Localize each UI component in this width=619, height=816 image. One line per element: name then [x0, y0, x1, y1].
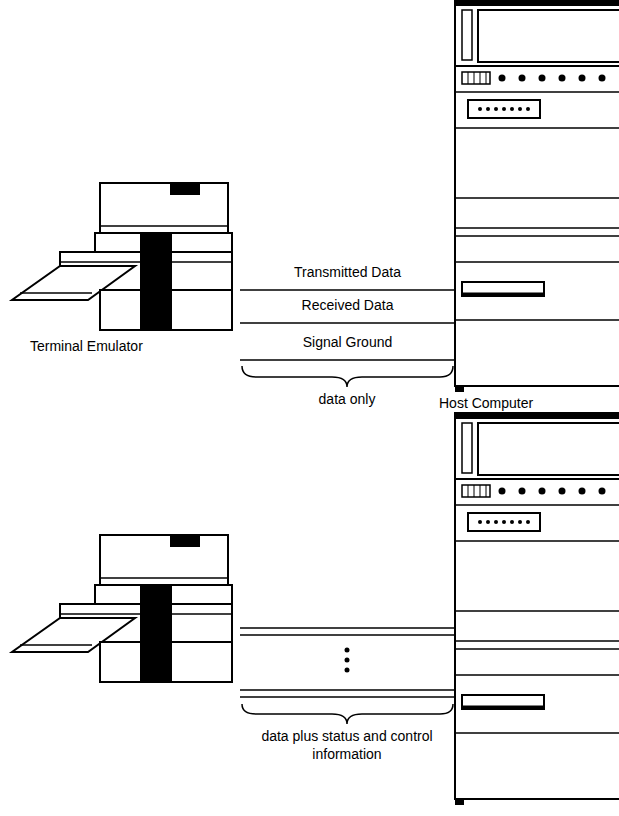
signal-name: Signal Ground	[300, 334, 396, 351]
host-computer-drawing	[455, 413, 619, 805]
wire-bundle-part	[240, 696, 455, 698]
signal-name: Received Data	[299, 297, 397, 314]
wire-bundle-part	[240, 689, 455, 691]
device-node: Terminal Emulator	[8, 178, 240, 366]
device-node: Host Computer	[455, 0, 619, 390]
bracket-label: data only	[319, 390, 376, 408]
terminal-drawing	[12, 183, 232, 330]
wire-bundle-part	[345, 668, 350, 673]
wire-bundle-part	[240, 634, 455, 636]
wire-bundle-part	[345, 658, 350, 663]
wire-bundle-part	[345, 648, 350, 653]
device-label: Host Computer	[439, 395, 533, 412]
signal-line	[240, 359, 455, 361]
signal-line	[240, 322, 455, 324]
terminal-drawing	[12, 535, 232, 682]
brace	[242, 366, 453, 387]
wire-bundle-part	[240, 627, 455, 629]
brace	[242, 704, 453, 724]
signal-line	[240, 289, 455, 291]
wire-bundle	[240, 628, 455, 697]
device-label: Terminal Emulator	[30, 338, 143, 355]
signal-name: Transmitted Data	[291, 264, 404, 281]
host-computer-drawing	[455, 0, 619, 392]
bracket-label: data plus status and control information	[260, 727, 435, 763]
